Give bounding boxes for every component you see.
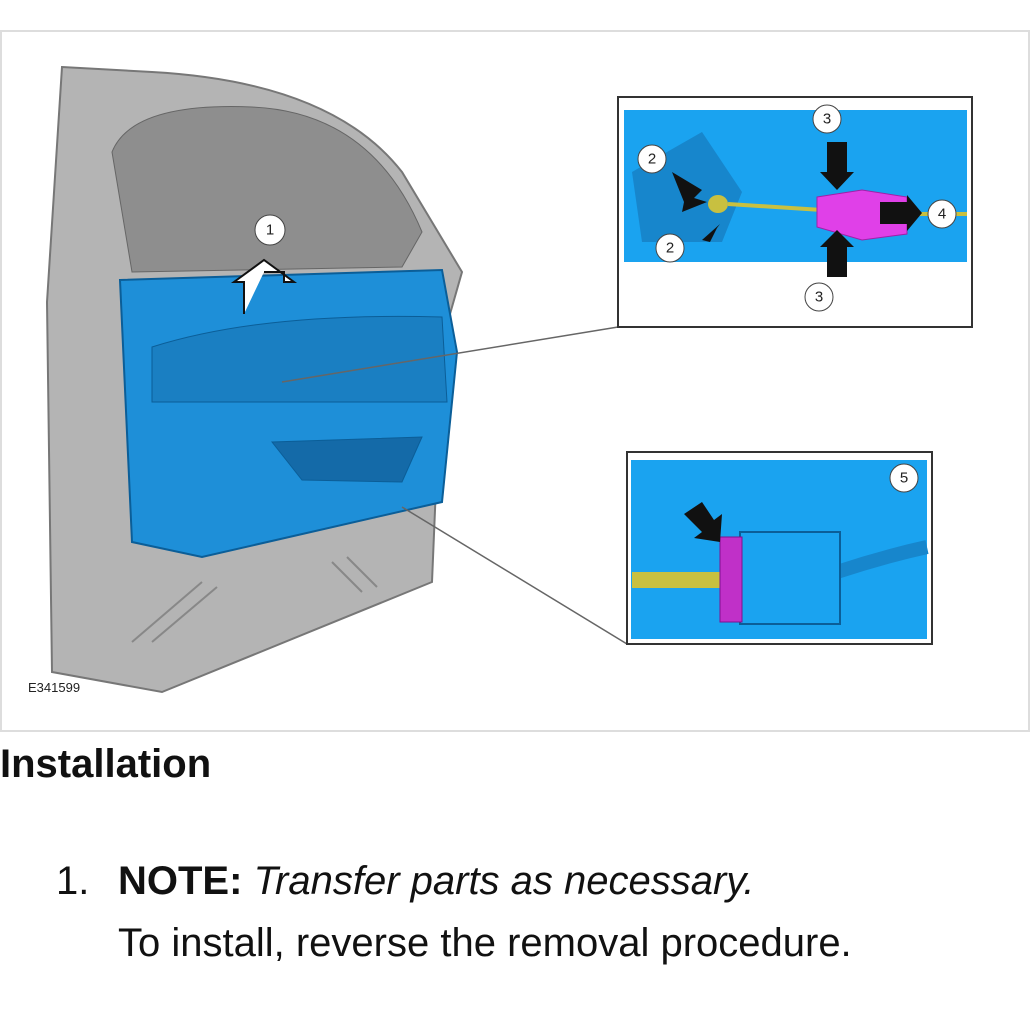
callout-4: 4: [938, 206, 946, 223]
step-instruction: To install, reverse the removal procedur…: [118, 921, 852, 965]
callout-2-bottom: 2: [666, 240, 674, 257]
callout-3-top: 3: [823, 111, 831, 128]
step-number: 1.: [56, 859, 90, 903]
callout-3-bottom: 3: [815, 289, 823, 306]
note-label: NOTE:: [118, 859, 243, 903]
note-text: Transfer parts as necessary.: [253, 859, 755, 903]
section-heading: Installation: [0, 742, 212, 786]
door-window: [111, 106, 423, 273]
illustration-figure: 1 3 2 2 3 4 5 E341599: [0, 30, 1030, 732]
door-trim-panel-illustration: 1 3 2 2 3 4 5 E341599: [28, 65, 973, 695]
callout-1: 1: [266, 222, 274, 239]
figure-id-label: E341599: [28, 680, 80, 695]
callout-5: 5: [900, 470, 908, 487]
callout-2-top: 2: [648, 151, 656, 168]
